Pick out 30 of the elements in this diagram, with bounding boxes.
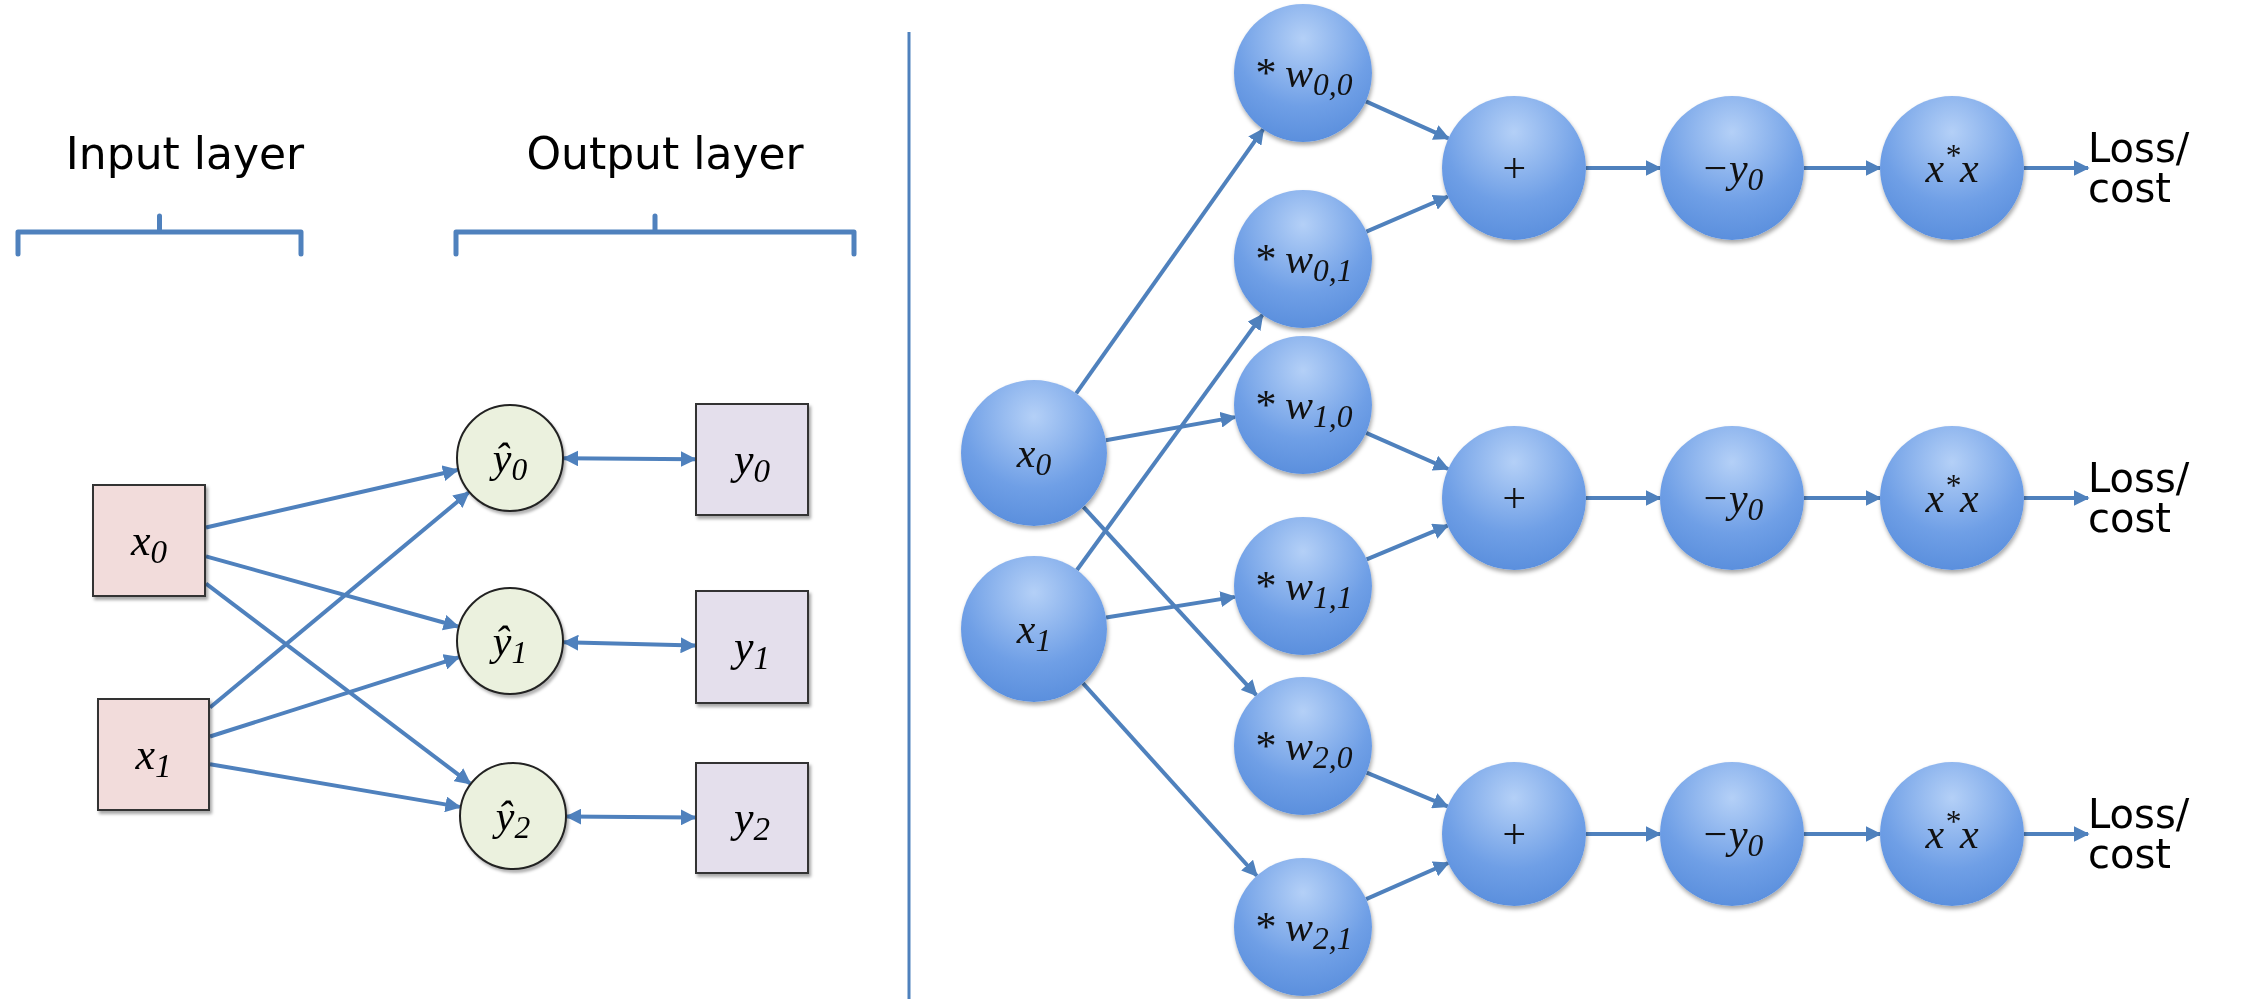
arrow: [2024, 826, 2090, 842]
arrow: [1365, 770, 1449, 809]
arrow: [1365, 194, 1450, 234]
output-label: Loss/ cost: [2088, 443, 2238, 553]
arrow: [1586, 160, 1662, 176]
arrow: [1365, 523, 1449, 562]
input-node-box: x$_{1}$: [97, 698, 210, 811]
arrow: [1105, 411, 1237, 443]
arrow: [1365, 431, 1450, 471]
target-node-box: y$_{1}$: [695, 590, 809, 704]
arrow: [2024, 490, 2090, 506]
arrow: [1074, 128, 1265, 395]
target-node-box: y$_{0}$: [695, 403, 809, 516]
layer-label: Output layer: [525, 128, 805, 181]
output-label: Loss/ cost: [2088, 779, 2238, 889]
arrow: [2024, 160, 2090, 176]
layer-label: Input layer: [64, 128, 306, 181]
arrow: [1081, 505, 1258, 697]
arrow: [1586, 826, 1662, 842]
arrow: [1365, 861, 1450, 901]
arrow: [1365, 99, 1450, 141]
arrow: [1081, 681, 1259, 878]
arrow: [1804, 490, 1882, 506]
arrow: [1075, 313, 1265, 572]
target-node-box: y$_{2}$: [695, 762, 809, 874]
arrow: [1586, 490, 1662, 506]
input-node-box: x$_{0}$: [92, 484, 206, 597]
output-label: Loss/ cost: [2088, 113, 2238, 223]
arrow: [1804, 826, 1882, 842]
arrow: [1804, 160, 1882, 176]
